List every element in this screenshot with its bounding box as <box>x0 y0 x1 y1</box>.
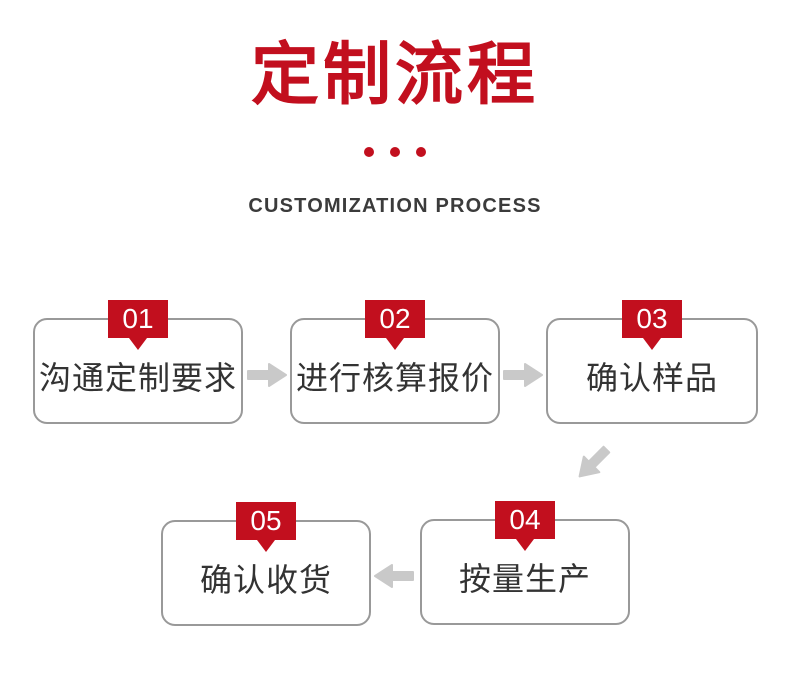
step-number-badge-04: 04 <box>495 501 555 539</box>
step-label-04: 按量生产 <box>458 561 591 597</box>
dot-icon <box>390 147 400 157</box>
step-number-badge-01: 01 <box>108 300 168 338</box>
dot-icon <box>416 147 426 157</box>
step-number-badge-02: 02 <box>365 300 425 338</box>
page-title: 定制流程 <box>250 37 539 113</box>
step-label-02: 进行核算报价 <box>295 360 494 396</box>
arrow-left-icon <box>374 563 414 589</box>
step-label-01: 沟通定制要求 <box>38 360 237 396</box>
arrow-right-icon <box>247 362 287 388</box>
arrow-down-left-icon <box>570 440 617 487</box>
title-dots-decoration <box>0 147 790 157</box>
step-number-badge-03: 03 <box>622 300 682 338</box>
step-number-badge-05: 05 <box>236 502 296 540</box>
dot-icon <box>364 147 374 157</box>
page-subtitle: CUSTOMIZATION PROCESS <box>248 195 542 217</box>
arrow-right-icon <box>503 362 543 388</box>
step-label-05: 确认收货 <box>199 562 332 598</box>
step-box-03: 确认样品 <box>546 318 758 424</box>
step-label-03: 确认样品 <box>585 360 718 396</box>
